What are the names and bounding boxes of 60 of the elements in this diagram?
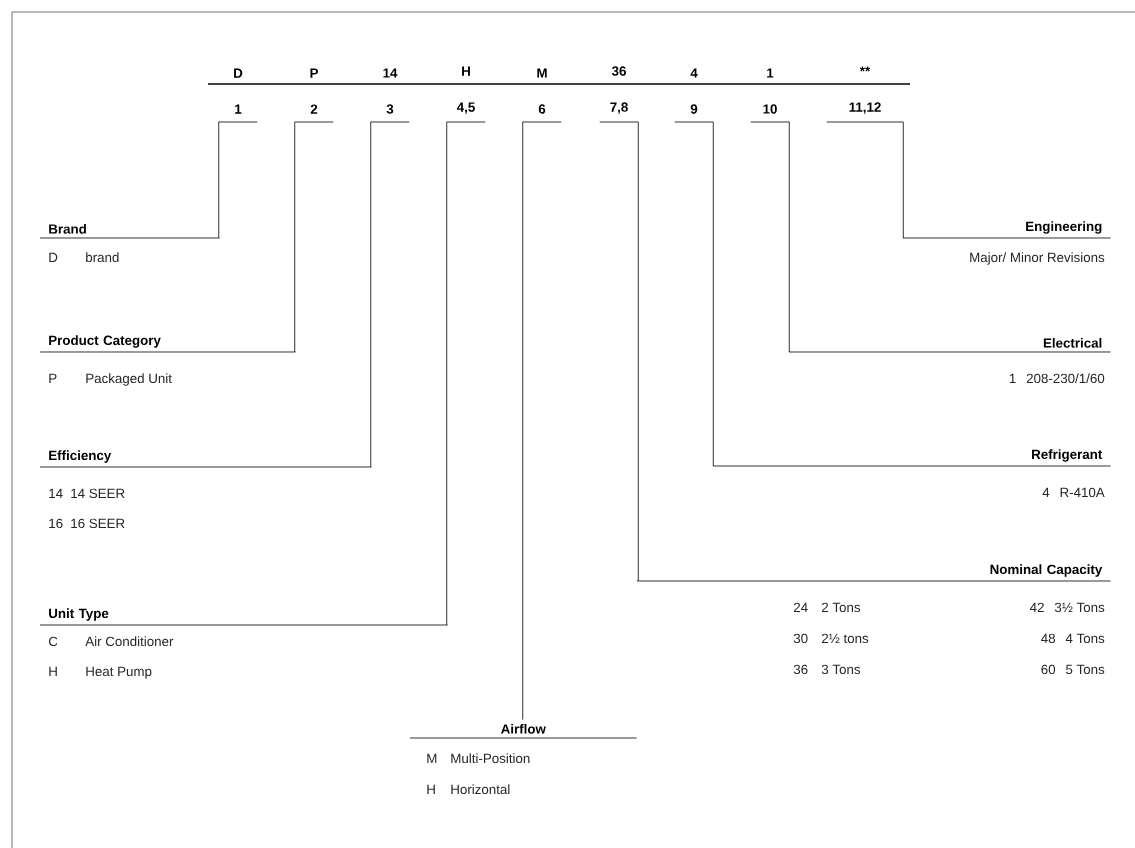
- value-text: 208-230/1/60: [1026, 373, 1105, 384]
- leader-line: [370, 121, 372, 468]
- value-text: 36: [793, 664, 808, 675]
- value-text: Horizontal: [451, 784, 510, 795]
- category-heading: Electrical: [788, 337, 1111, 353]
- leader-line: [712, 121, 714, 467]
- leader-line: [522, 121, 524, 721]
- value-text: 3 Tons: [821, 664, 861, 675]
- value-text: 14 SEER: [71, 488, 125, 499]
- code-column: M 6: [522, 68, 562, 123]
- value-text: H: [427, 784, 435, 794]
- value-text: 16: [49, 518, 63, 529]
- leader-line: [637, 121, 639, 582]
- value-text: D: [49, 252, 58, 262]
- category-heading: Product Category: [39, 335, 296, 353]
- category-heading: Refrigerant: [712, 449, 1111, 467]
- value-text: P: [49, 373, 57, 383]
- value-text: brand: [86, 252, 119, 263]
- value-text: 4 Tons: [1065, 633, 1105, 644]
- value-text: 5 Tons: [1066, 664, 1105, 675]
- value-text: Major/ Minor Revisions: [970, 252, 1105, 265]
- value-text: Multi-Position: [451, 753, 530, 764]
- code-column: D 1: [218, 68, 258, 123]
- category-heading: Airflow: [409, 723, 637, 739]
- code-text: 60: [1041, 664, 1056, 675]
- category-heading: Nominal Capacity: [636, 564, 1111, 582]
- code-column: P 2: [294, 68, 334, 123]
- leader-line: [788, 121, 790, 353]
- code-column: 14 3: [370, 68, 410, 123]
- code-column: H 4,5: [446, 66, 486, 123]
- code-text: 48: [1041, 633, 1055, 644]
- value-text: 2 Tons: [821, 602, 861, 613]
- value-text: 14: [49, 488, 63, 498]
- code-text: 42: [1029, 602, 1044, 612]
- leader-line: [902, 121, 904, 239]
- value-text: M: [427, 753, 437, 763]
- value-text: 3½ Tons: [1054, 602, 1105, 613]
- value-text: Packaged Unit: [86, 373, 172, 386]
- value-text: 24: [793, 602, 808, 612]
- value-text: 16 SEER: [71, 518, 125, 529]
- code-column: 1 10: [750, 68, 790, 123]
- category-heading: Efficiency: [39, 450, 372, 468]
- code-column: ** 11,12: [826, 66, 904, 123]
- code-column: 36 7,8: [599, 66, 639, 123]
- leader-line: [218, 121, 220, 239]
- leader-line: [294, 121, 296, 353]
- value-text: R-410A: [1060, 487, 1105, 498]
- code-text: 1: [1009, 373, 1016, 383]
- value-text: C: [48, 636, 58, 647]
- value-text: 30: [793, 633, 808, 644]
- leader-line: [446, 121, 448, 626]
- value-text: H: [49, 666, 57, 676]
- value-text: Air Conditioner: [85, 636, 174, 647]
- category-heading: Unit Type: [39, 608, 448, 626]
- category-heading: Engineering: [902, 221, 1111, 239]
- code-text: 4: [1042, 487, 1050, 497]
- code-column: 4 9: [674, 68, 714, 123]
- category-heading: Brand: [39, 223, 220, 239]
- value-text: Heat Pump: [86, 666, 152, 679]
- value-text: 2½ tons: [821, 633, 869, 644]
